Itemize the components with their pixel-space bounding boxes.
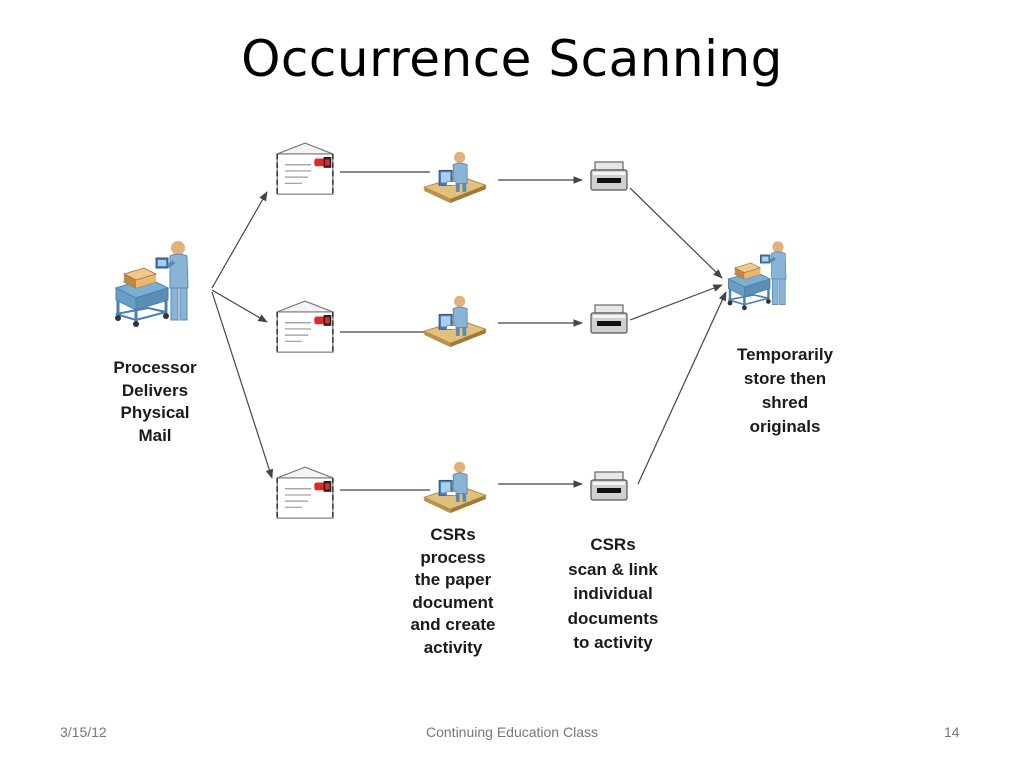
arrow-processor-to-envelope-1	[211, 191, 268, 289]
processor-label: Processor Delivers Physical Mail	[113, 358, 197, 445]
csr-process-label: CSRs process the paper document and crea…	[410, 525, 496, 657]
scanner-icon	[590, 471, 628, 501]
csr-scan-label: CSRs scan & link individual documents to…	[567, 535, 659, 652]
arrow-scanner-1-to-store	[629, 187, 723, 279]
csr-workstation-icon	[423, 151, 487, 204]
scanner-icon	[590, 304, 628, 334]
connector-arrows	[211, 171, 727, 491]
arrow-scanner-2-to-store	[629, 284, 723, 321]
page-number: 14	[944, 724, 960, 740]
envelope-icon	[276, 142, 334, 196]
store-label: Temporarily store then shred originals	[736, 345, 834, 436]
storage-cart-person-icon	[725, 239, 788, 313]
arrow-processor-to-envelope-2	[211, 289, 268, 323]
footer-date: 3/15/12	[60, 724, 107, 740]
mail-cart-person-icon	[113, 239, 190, 328]
arrow-scanner-3-to-store	[637, 291, 727, 485]
footer-center: Continuing Education Class	[426, 724, 598, 740]
csr-workstation-icon	[423, 461, 487, 514]
arrow-processor-to-envelope-3	[211, 291, 274, 479]
slide-title: Occurrence Scanning	[241, 30, 783, 88]
envelope-icon	[276, 300, 334, 354]
envelope-icon	[276, 466, 334, 520]
csr-workstation-icon	[423, 295, 487, 348]
scanner-icon	[590, 161, 628, 191]
